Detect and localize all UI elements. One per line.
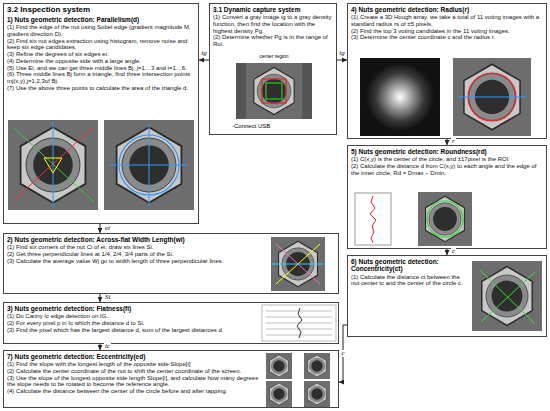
box-heading: 5) Nuts geometric detection: Roundness(r…: [351, 148, 543, 155]
step-text: (1) Find the slope with the longest leng…: [7, 361, 259, 368]
hough-image: [360, 58, 440, 136]
hough-votes: [366, 63, 434, 131]
radius-line: [458, 97, 526, 98]
text-column: 2) Nuts geometric detection: Across-flat…: [7, 236, 251, 264]
step-text: (3) Determine the center coordinate c an…: [351, 34, 543, 41]
fit-circle: [427, 201, 463, 237]
center-line: [481, 272, 535, 322]
text-column: 7) Nuts geometric detection: Eccentricit…: [7, 353, 259, 395]
center-line: [480, 270, 535, 324]
edge-line: [149, 124, 150, 206]
step-text: (4) Determine the opposite side with a l…: [7, 58, 195, 65]
edge-line: [53, 122, 54, 208]
process-box: 7) Nuts geometric detection: Eccentricit…: [3, 350, 339, 408]
image-label: center region: [259, 54, 288, 59]
process-box: 5) Nuts geometric detection: Roundness(r…: [347, 145, 547, 249]
image-label: -Connect USB: [232, 123, 270, 129]
box-heading: 1) Nuts geometric detection: Parallelism…: [7, 16, 195, 23]
flatness-plot: [262, 305, 336, 341]
step-text: (1) Find six corners of the nut Ci of ei…: [7, 244, 251, 251]
plot-curve: [297, 308, 302, 338]
text-column: 5) Nuts geometric detection: Roundness(r…: [351, 148, 543, 176]
nut-photo: [104, 120, 194, 210]
profile-plot: [355, 193, 391, 245]
step-text: (1) Do Canny Ic edge detection on IG.: [7, 313, 257, 320]
text-column: 3.1 Dynamic capture system(1) Convert a …: [213, 6, 333, 48]
nut-photo: [418, 192, 472, 246]
process-box: 3.2 Inspection system1) Nuts geometric d…: [3, 3, 199, 224]
step-text: (2) Get three perpendicular lines at 1/4…: [7, 251, 251, 258]
step-text: (2) Calculate the center coordinate of t…: [7, 368, 259, 375]
box-heading: 2) Nuts geometric detection: Across-flat…: [7, 236, 251, 243]
step-text: (2) Find the top 3 voting candidates in …: [351, 28, 543, 35]
text-column: 3) Nuts geometric detection: Flatness(fi…: [7, 305, 257, 333]
step-text: (6) Three middle lines Bj form a triangl…: [7, 71, 195, 84]
box-heading: 7) Nuts geometric detection: Eccentricit…: [7, 353, 259, 360]
nut-photo: [271, 237, 325, 291]
edge-label: ei: [104, 225, 111, 232]
edge-label: tc: [104, 343, 111, 350]
edge-label: ig: [338, 50, 345, 57]
step-text: (1) C(x,y) is the center of the circle, …: [351, 156, 543, 163]
box-heading: 6) Nuts geometric detection: Concentrici…: [351, 258, 469, 273]
process-box: 3.1 Dynamic capture system(1) Convert a …: [209, 3, 337, 135]
edge-label: c: [340, 350, 345, 357]
step-text: (1) Calculate the distance ct between th…: [351, 274, 469, 287]
step-text: (3) Use the slope of the longest opposit…: [7, 375, 259, 388]
nut-photo: [246, 63, 302, 119]
text-column: 3.2 Inspection system1) Nuts geometric d…: [7, 6, 195, 91]
nut-photo: [266, 381, 292, 407]
flow-arrow: [199, 60, 209, 61]
process-box: 2) Nuts geometric detection: Across-flat…: [3, 233, 339, 294]
step-text: (1) Convert a gray image ig to a gray de…: [213, 14, 333, 34]
flow-arrow: [339, 325, 347, 382]
edge-label: ig: [200, 50, 207, 57]
nut-photo: [266, 353, 292, 379]
box-heading: 3) Nuts geometric detection: Flatness(fi…: [7, 305, 257, 312]
nut-photo: [8, 120, 98, 210]
step-text: (3) Find the pixel which has the largest…: [7, 327, 257, 334]
nut-photo: [472, 261, 542, 331]
step-text: (2) Calculate the distance d from C(x,y)…: [351, 163, 543, 176]
step-text: (3) Calculate the average value Wj go to…: [7, 258, 251, 265]
nut-photo: [453, 58, 531, 136]
flow-arrow: [100, 294, 101, 302]
roi-box: [262, 79, 286, 103]
step-text: (2) For every pixel p in Ic which the di…: [7, 320, 257, 327]
edge-label: r: [451, 138, 456, 145]
text-column: 6) Nuts geometric detection: Concentrici…: [351, 258, 469, 287]
step-text: (2) Find six nut edges extraction using …: [7, 38, 195, 51]
center-box: [266, 83, 282, 99]
edge-label: Si: [104, 294, 111, 301]
step-text: (4) Calculate the distance between the c…: [7, 388, 259, 395]
nut-photo: [304, 381, 330, 407]
flow-arrow: [337, 60, 347, 61]
box-heading: 4) Nuts geometric detection: Radius(r): [351, 6, 543, 13]
corner-line: [272, 264, 324, 265]
step-text: (1) Create a 3D Hough array, we take a t…: [351, 14, 543, 27]
step-text: (1) Find the edge of the nut using Sobel…: [7, 24, 195, 37]
process-box: 3) Nuts geometric detection: Flatness(fi…: [3, 302, 339, 344]
edge-line: [14, 128, 94, 202]
process-box: 4) Nuts geometric detection: Radius(r)(1…: [347, 3, 547, 139]
plot-line: [266, 317, 332, 318]
nut-photo: [304, 353, 330, 379]
profile-curve: [370, 196, 376, 243]
step-text: (2) Determine whether Pg is in the range…: [213, 34, 333, 47]
triangle: [44, 158, 62, 173]
camera-frame: [236, 63, 312, 119]
process-box: 6) Nuts geometric detection: Concentrici…: [347, 255, 547, 337]
box-heading: 3.1 Dynamic capture system: [213, 6, 333, 13]
plot-line: [266, 335, 332, 336]
step-text: (7) Use the above three points to calcul…: [7, 85, 195, 92]
edge-label: c: [451, 248, 456, 255]
step-text: (5) Use Ei, and we can get three middle …: [7, 65, 195, 72]
text-column: 4) Nuts geometric detection: Radius(r)(1…: [351, 6, 543, 41]
box-heading: 3.2 Inspection system: [7, 6, 195, 15]
flow-arrow: [100, 224, 101, 233]
step-text: (3) Refine the degrees of six edges ei.: [7, 51, 195, 58]
